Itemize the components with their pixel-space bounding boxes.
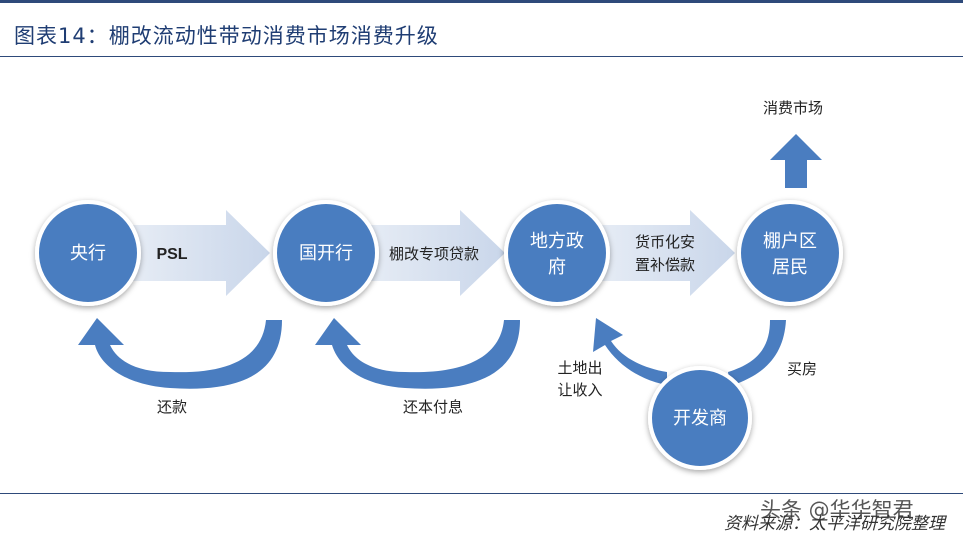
arrow-up-consumer-market <box>770 134 822 188</box>
node-local-government <box>504 200 610 306</box>
curve-repay <box>78 318 282 389</box>
curve-buy-house <box>728 320 786 386</box>
node-developer-label: 开发商 <box>673 408 727 429</box>
label-buy-house: 买房 <box>787 360 817 378</box>
label-land-revenue-1: 土地出 <box>557 359 602 377</box>
node-cdb-label: 国开行 <box>299 243 353 264</box>
curve-repay-interest <box>315 318 520 389</box>
source-note: 资料来源：太平洋研究院整理 <box>724 514 945 534</box>
node-residents <box>737 200 843 306</box>
label-repay-interest: 还本付息 <box>403 398 463 416</box>
figure-title: 图表14：棚改流动性带动消费市场消费升级 <box>14 24 439 48</box>
top-rule <box>0 0 963 3</box>
label-consumer-market: 消费市场 <box>763 99 823 117</box>
watermark: 头条 @华华智君 <box>760 498 914 522</box>
label-psl: PSL <box>156 246 187 263</box>
node-residents-label-1: 棚户区 <box>763 231 817 252</box>
node-local-government-label-2: 府 <box>548 257 566 278</box>
label-loan: 棚改专项贷款 <box>389 245 479 263</box>
bottom-rule <box>0 493 963 494</box>
node-cdb <box>273 200 379 306</box>
node-central-bank-label: 央行 <box>70 243 106 264</box>
node-local-government-label-1: 地方政 <box>530 231 584 252</box>
label-land-revenue-2: 让收入 <box>557 381 602 399</box>
label-compensation-1: 货币化安 <box>635 233 695 251</box>
label-repay: 还款 <box>157 398 187 416</box>
curve-land-revenue <box>593 318 667 385</box>
node-central-bank <box>35 200 141 306</box>
arrow-psl <box>132 210 270 296</box>
label-compensation-2: 置补偿款 <box>635 256 695 274</box>
arrow-compensation <box>600 210 735 296</box>
title-rule <box>0 56 963 57</box>
node-residents-label-2: 居民 <box>772 257 808 278</box>
arrow-loan <box>368 210 505 296</box>
node-developer <box>648 366 752 470</box>
